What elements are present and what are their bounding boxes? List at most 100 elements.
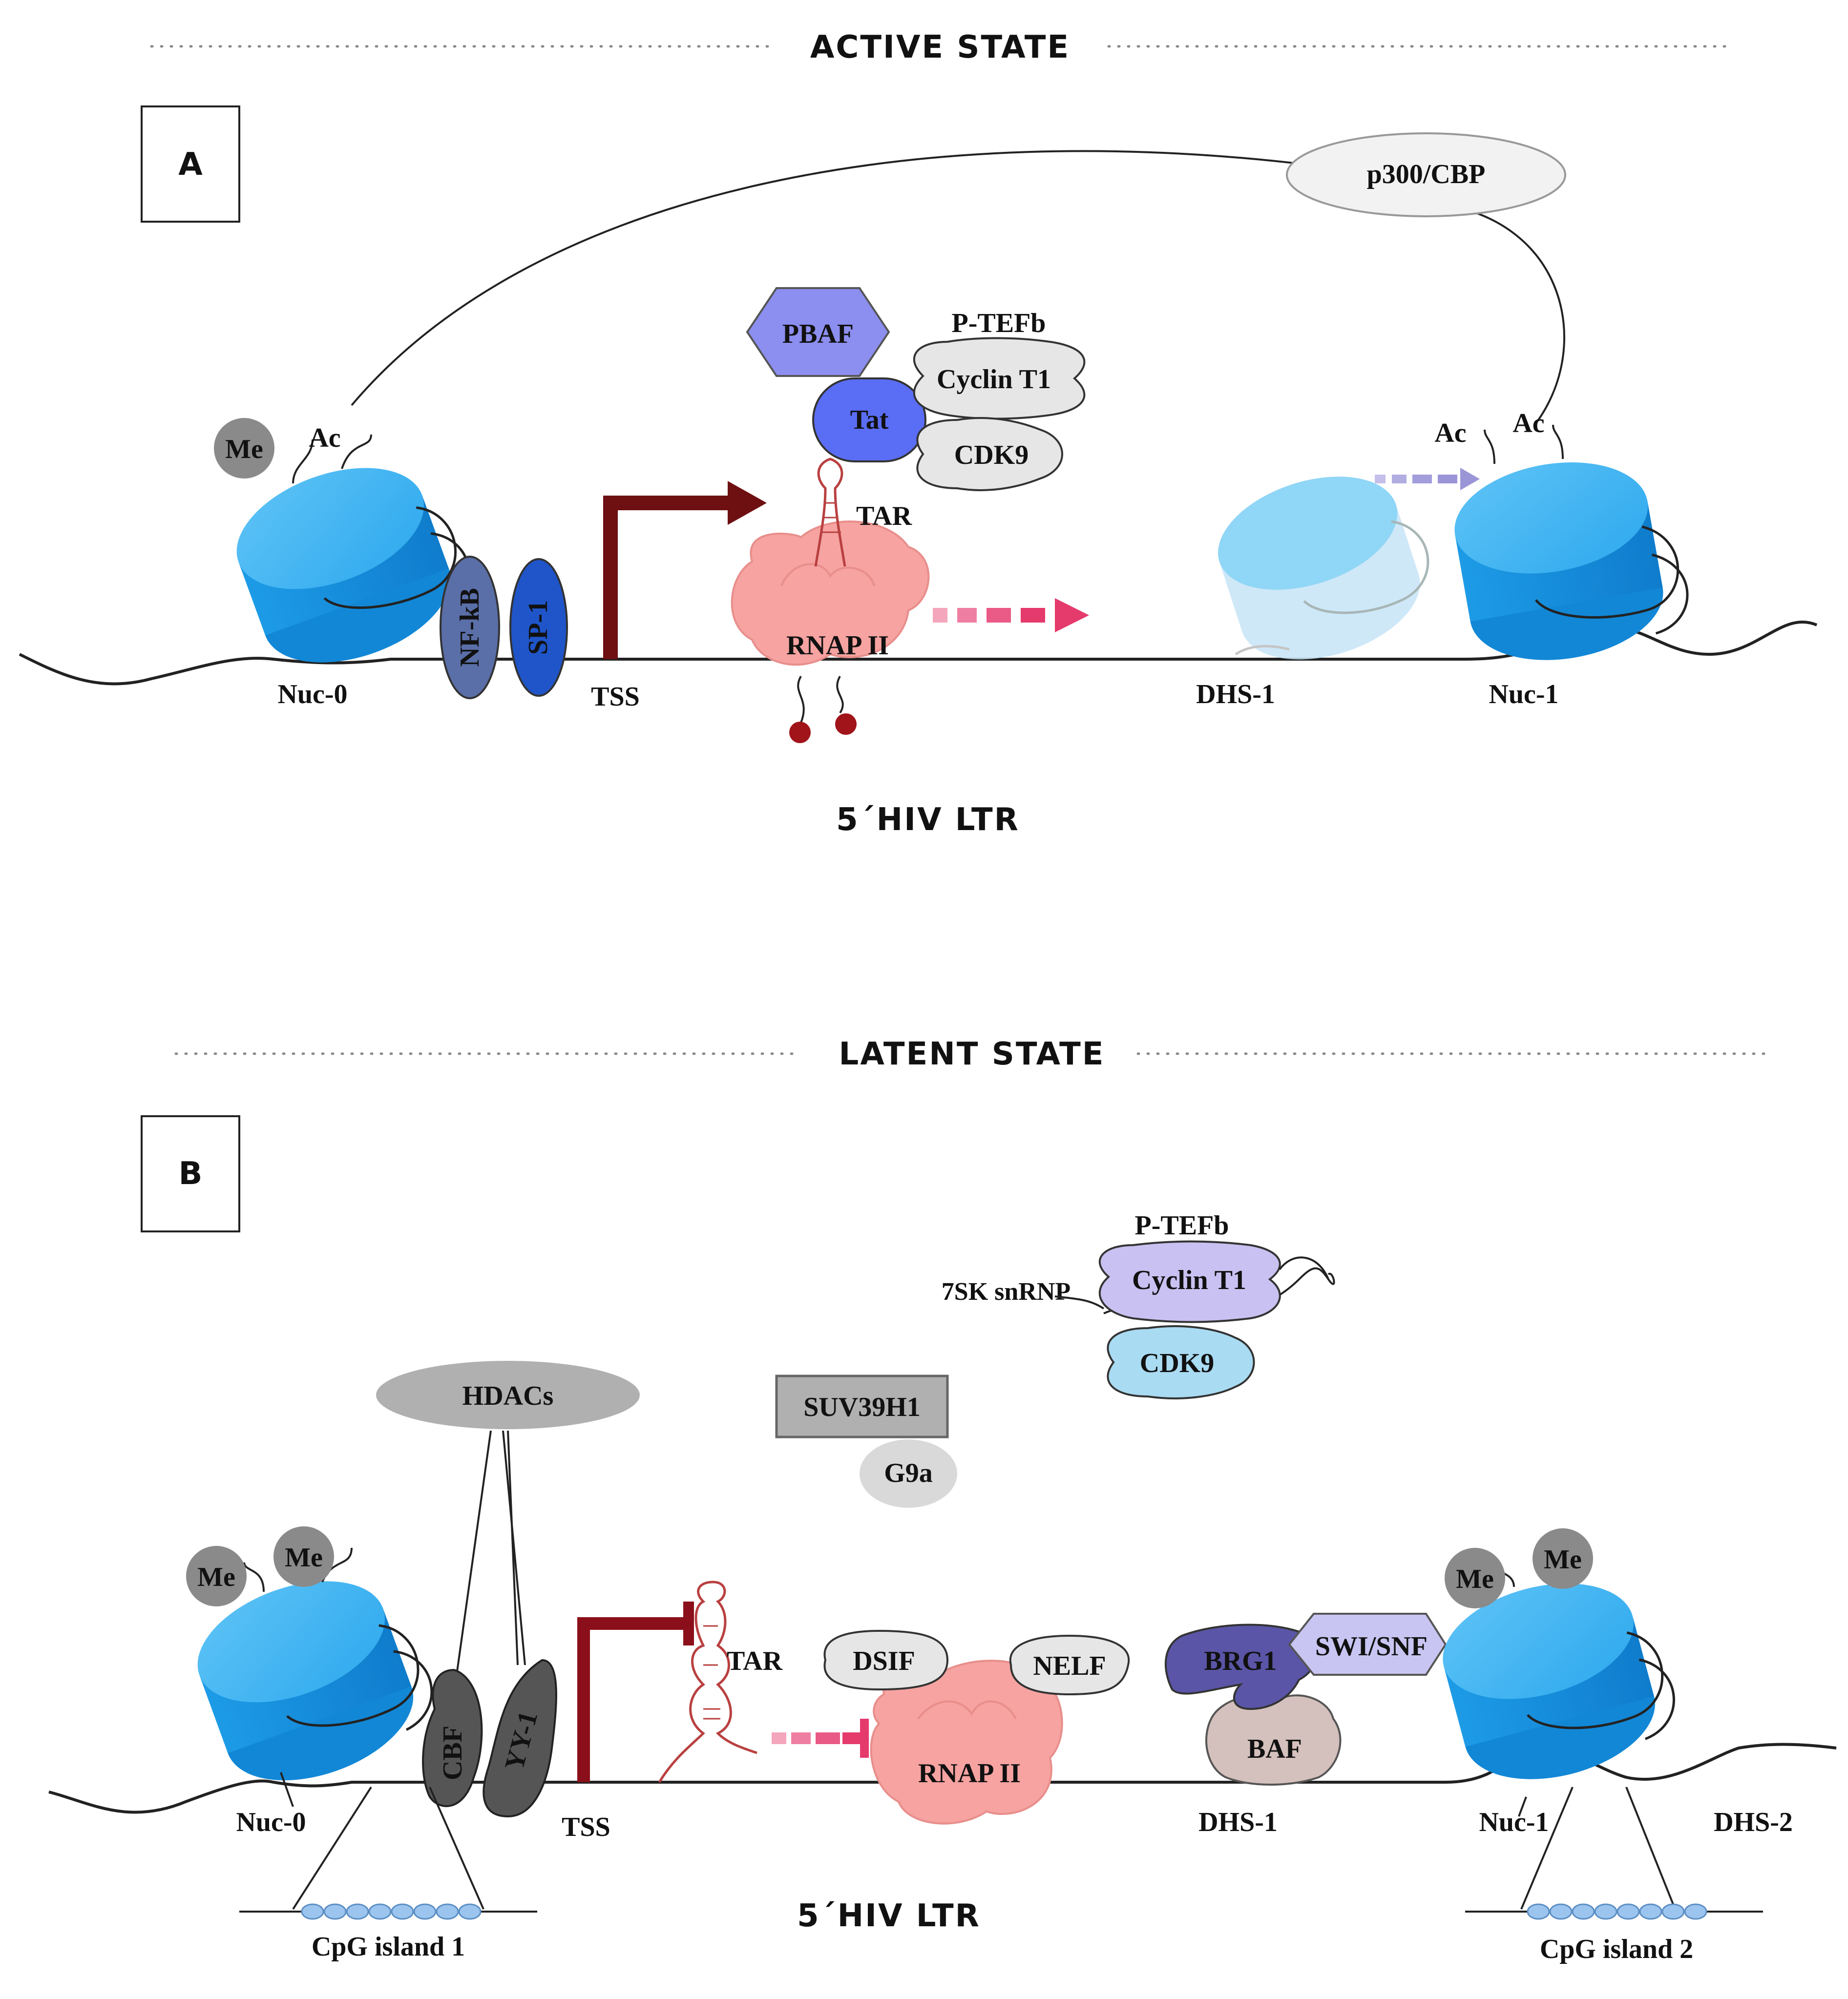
cdk9-label-a: CDK9 [954, 440, 1029, 470]
yy1-factor [483, 1659, 557, 1818]
ac-label-nuc0-a: Ac [309, 423, 340, 453]
hdac-link-yy1 [502, 1430, 526, 1666]
nucleosome-nuc0-b [197, 1547, 433, 1781]
nucleosome-nuc0-a [236, 434, 470, 663]
nucleosome-shifting-a [1218, 477, 1429, 660]
me-label-b3: Me [1456, 1564, 1494, 1594]
cyclin-t1-a [913, 337, 1086, 420]
cpg2-label: CpG island 2 [1540, 1934, 1693, 1964]
panel-a-box [141, 105, 240, 223]
cpg2-beads [1527, 1903, 1707, 1920]
p300-arc-right [1445, 204, 1565, 421]
me-label-a: Me [225, 434, 263, 464]
tat-label: Tat [850, 405, 889, 435]
me-mark-b3 [1445, 1548, 1505, 1608]
inhibit-arrow-b [772, 1719, 869, 1758]
suv39h1-label: SUV39H1 [803, 1392, 921, 1422]
g9a-ellipse [860, 1439, 957, 1508]
panel-a-letter: A [178, 146, 203, 183]
p300-cbp-label: p300/CBP [1367, 159, 1486, 189]
p300-arc [351, 150, 1319, 406]
cbf-label: CBF [438, 1726, 468, 1780]
ptefb-label-b: P-TEFb [1135, 1210, 1229, 1241]
me-label-b2: Me [285, 1542, 323, 1573]
cpg1-link-left [292, 1786, 372, 1910]
tar-label-b: TAR [727, 1646, 783, 1676]
cpg2-link-left [1520, 1787, 1574, 1910]
7sk-connector [1054, 1295, 1105, 1310]
nuc1-label-b: Nuc-1 [1479, 1807, 1549, 1837]
nuc0-label-b: Nuc-0 [236, 1807, 306, 1837]
hdac-link-cbf [456, 1430, 492, 1675]
ptefb-label-a: P-TEFb [952, 308, 1046, 338]
me-mark-b1 [186, 1546, 247, 1606]
panel-b-box [141, 1115, 240, 1232]
sp1-label: SP-1 [523, 600, 553, 655]
dna-strand-b [48, 1743, 1837, 1814]
ctd-tail-a2 [836, 676, 844, 714]
hdacs-ellipse [376, 1361, 640, 1429]
tss-arrow-b [577, 1617, 684, 1782]
tss-label-a: TSS [591, 682, 640, 712]
g9a-label: G9a [884, 1458, 933, 1488]
hdac-link-yy1b [507, 1430, 519, 1666]
tss-arrow-a [603, 496, 733, 659]
swisnf-hexagon [1288, 1613, 1447, 1676]
brg1-label: BRG1 [1204, 1646, 1277, 1676]
cpg2-link-right [1625, 1787, 1676, 1910]
dhs2-label: DHS-2 [1714, 1807, 1793, 1837]
nfkb-label: NF-kB [455, 588, 485, 667]
panel-b: LATENT STATE B P-TEFb Cyclin T1 CDK9 7SK… [48, 1036, 1837, 1964]
nelf-factor [1009, 1634, 1130, 1696]
tss-arrowhead-a [728, 481, 767, 525]
7sk-tail [1279, 1256, 1329, 1280]
tat-protein [812, 377, 926, 462]
phospho-dot-a1 [789, 722, 811, 743]
panel-a: ACTIVE STATE A p300/CBP Me Ac Nuc-0 [19, 29, 1818, 838]
me-mark-b4 [1533, 1528, 1593, 1589]
dhs1-label-b: DHS-1 [1198, 1807, 1278, 1837]
cdk9-a [916, 417, 1063, 491]
cpg2-link-top [1518, 1796, 1527, 1817]
me-mark-a [214, 418, 274, 479]
dsif-factor [823, 1629, 949, 1691]
cyclin-label-a: Cyclin T1 [937, 364, 1051, 395]
pbaf-hexagon [746, 287, 890, 377]
me-mark-b2 [273, 1526, 334, 1587]
p300-cbp-ellipse [1286, 132, 1566, 217]
cyclin-t1-b [1098, 1240, 1281, 1323]
cpg1-link-left-top [280, 1772, 294, 1807]
active-state-header: ACTIVE STATE [810, 29, 1070, 65]
cpg1-label: CpG island 1 [312, 1932, 465, 1962]
nelf-label: NELF [1033, 1651, 1106, 1681]
nuc1-label-a: Nuc-1 [1489, 679, 1558, 709]
me-label-b1: Me [197, 1562, 235, 1592]
nucleosome-nuc1-a [1454, 424, 1689, 660]
tar-label-a: TAR [856, 501, 912, 531]
panel-b-letter: B [179, 1156, 203, 1192]
rnap-ii-b [870, 1660, 1063, 1825]
dna-strand-a [19, 621, 1818, 686]
elongation-arrow-a [933, 598, 1089, 632]
dhs1-label-a: DHS-1 [1196, 679, 1275, 709]
rnap-ii-a [731, 521, 930, 666]
dsif-label: DSIF [853, 1646, 915, 1676]
cbf-factor [422, 1668, 483, 1808]
suv39h1-box [775, 1374, 949, 1438]
nfkb-factor [440, 556, 500, 699]
latent-state-header: LATENT STATE [839, 1036, 1105, 1072]
ltr-footer-a: 5´HIV LTR [836, 802, 1020, 838]
cyclin-label-b: Cyclin T1 [1132, 1265, 1246, 1295]
me-label-b4: Me [1544, 1544, 1582, 1575]
ac-label-nuc1-a1: Ac [1434, 418, 1466, 448]
rnap-label-a: RNAP II [786, 630, 889, 661]
7sk-label: 7SK snRNP [942, 1278, 1071, 1306]
nuc0-label-a: Nuc-0 [277, 679, 347, 709]
cpg1-beads [301, 1903, 482, 1920]
cpg1-link-right [429, 1787, 484, 1910]
phospho-dot-a2 [835, 713, 857, 735]
hdacs-label: HDACs [462, 1381, 554, 1411]
ctd-tail-a1 [797, 676, 805, 723]
